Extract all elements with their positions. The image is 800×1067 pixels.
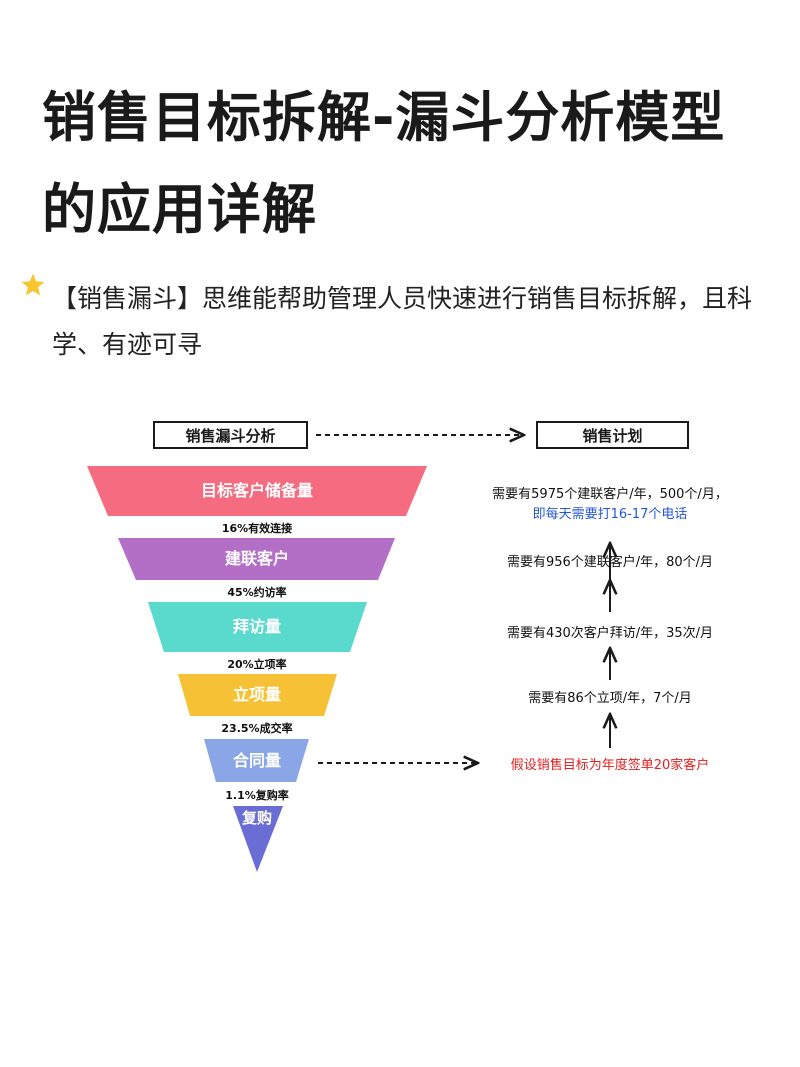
funnel-label-contacts: 建联客户: [224, 549, 289, 568]
plan-step-3: 需要有430次客户拜访/年，35次/月: [506, 626, 714, 641]
intro-text: 【销售漏斗】思维能帮助管理人员快速进行销售目标拆解，且科学、有迹可寻: [52, 284, 753, 359]
funnel-segment-target-customers: [87, 466, 427, 516]
funnel-segment-visits: [148, 602, 367, 652]
funnel-segment-contacts: [118, 538, 395, 580]
rate-valid-connection: 16%有效连接: [221, 522, 293, 535]
funnel-segment-projects: [178, 674, 337, 716]
rate-deal: 23.5%成交率: [221, 722, 293, 735]
plan-step-1-line-2: 即每天需要打16-17个电话: [532, 507, 688, 522]
plan-assumption: 假设销售目标为年度签单20家客户: [510, 758, 710, 773]
funnel-segment-repurchase: [233, 806, 283, 872]
plan-step-2: 需要有956个建联客户/年，80个/月: [506, 555, 714, 570]
star-icon: [21, 273, 45, 296]
funnel-analysis-header: 销售漏斗分析: [153, 421, 308, 449]
funnel-label-projects: 立项量: [232, 685, 281, 704]
rate-project: 20%立项率: [227, 658, 287, 671]
rate-appointment: 45%约访率: [227, 586, 287, 599]
page-title: 销售目标拆解-漏斗分析模型的应用详解: [42, 86, 726, 241]
funnel-label-target-customers: 目标客户储备量: [200, 481, 313, 500]
plan-step-1-line-1: 需要有5975个建联客户/年，500个/月，: [492, 487, 728, 502]
plan-step-4: 需要有86个立项/年，7个/月: [528, 691, 692, 706]
funnel-label-repurchase: 复购: [242, 809, 273, 827]
funnel-label-contracts: 合同量: [232, 751, 281, 770]
funnel-segment-contracts: [204, 739, 309, 782]
rate-repurchase: 1.1%复购率: [225, 789, 289, 802]
sales-plan-header: 销售计划: [536, 421, 689, 449]
funnel-label-visits: 拜访量: [232, 617, 281, 636]
